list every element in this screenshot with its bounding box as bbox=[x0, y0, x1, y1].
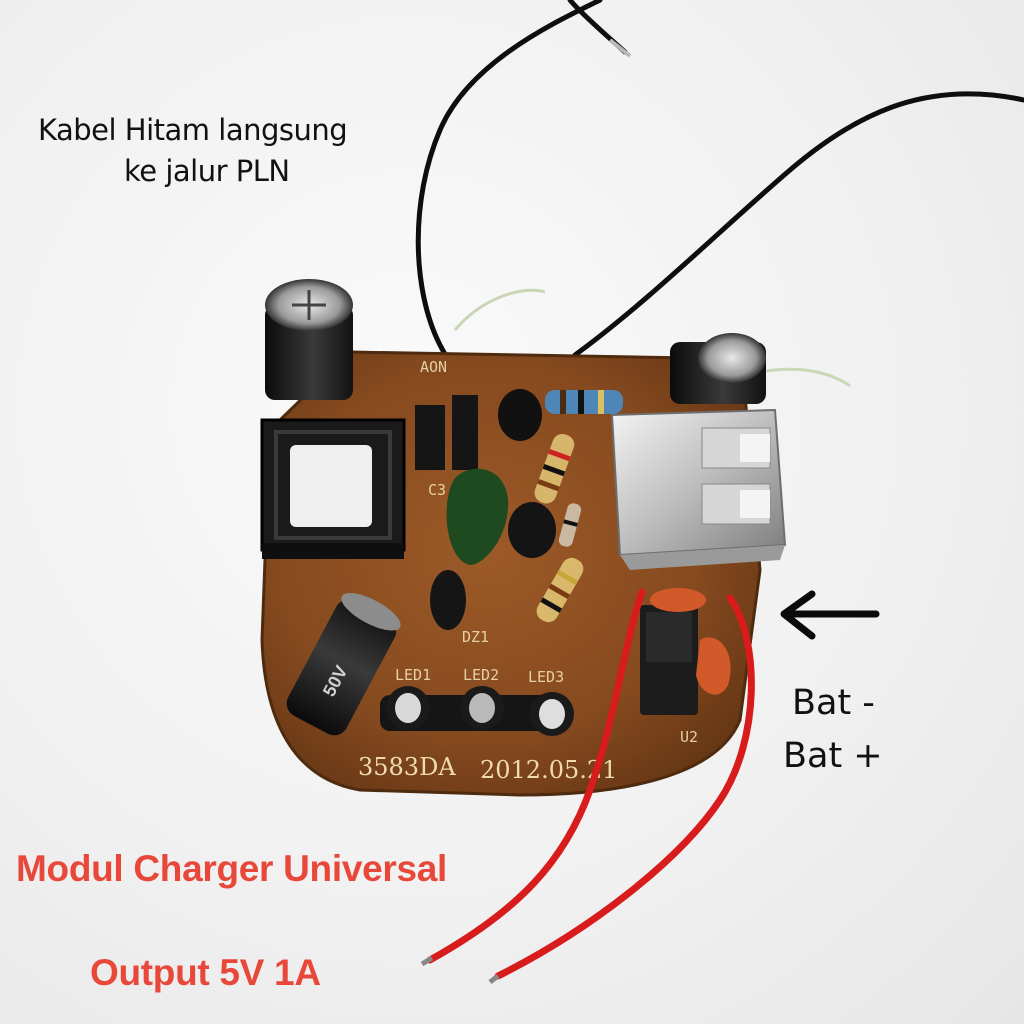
silk-code: 3583DA bbox=[358, 753, 456, 781]
red-wire-right bbox=[494, 594, 755, 980]
black-wire bbox=[415, 0, 628, 388]
transistors bbox=[415, 389, 556, 630]
output-spec: Output 5V 1A bbox=[90, 952, 321, 993]
silk-aon: AON bbox=[420, 358, 447, 376]
bat-plus-label: Bat + bbox=[783, 736, 883, 776]
led-row bbox=[380, 686, 574, 736]
silk-led3: LED3 bbox=[528, 668, 564, 686]
black-wire-2 bbox=[572, 91, 1024, 358]
transformer bbox=[260, 418, 406, 559]
wire-tip-right bbox=[488, 974, 500, 984]
bat-minus-label: Bat - bbox=[792, 683, 875, 723]
silk-c3: C3 bbox=[428, 481, 446, 499]
capacitor-large bbox=[265, 279, 353, 400]
ic-chip bbox=[640, 605, 698, 715]
silk-led1: LED1 bbox=[395, 666, 431, 684]
wire-tip-left bbox=[420, 955, 434, 967]
silk-u2: U2 bbox=[680, 728, 698, 746]
capacitor-small bbox=[670, 333, 766, 404]
silk-led2: LED2 bbox=[463, 666, 499, 684]
silk-dz1: DZ1 bbox=[462, 628, 489, 646]
ceramic-cap-orange bbox=[696, 637, 731, 695]
black-wire-tip bbox=[608, 38, 632, 58]
green-wire bbox=[453, 288, 546, 331]
ceramic-cap-green bbox=[446, 468, 509, 565]
product-title: Modul Charger Universal bbox=[16, 848, 448, 889]
capacitor-50v: 50V bbox=[286, 592, 401, 736]
black-wire-note-line2: ke jalur PLN bbox=[124, 154, 290, 188]
black-wire-note-line1: Kabel Hitam langsung bbox=[38, 113, 348, 147]
arrow-left-icon bbox=[780, 590, 880, 640]
ceramic-cap-orange-top bbox=[650, 588, 706, 612]
resistors bbox=[534, 390, 623, 623]
red-wire-left bbox=[426, 588, 646, 964]
green-wire-right bbox=[759, 367, 851, 388]
usb-port bbox=[610, 408, 787, 570]
